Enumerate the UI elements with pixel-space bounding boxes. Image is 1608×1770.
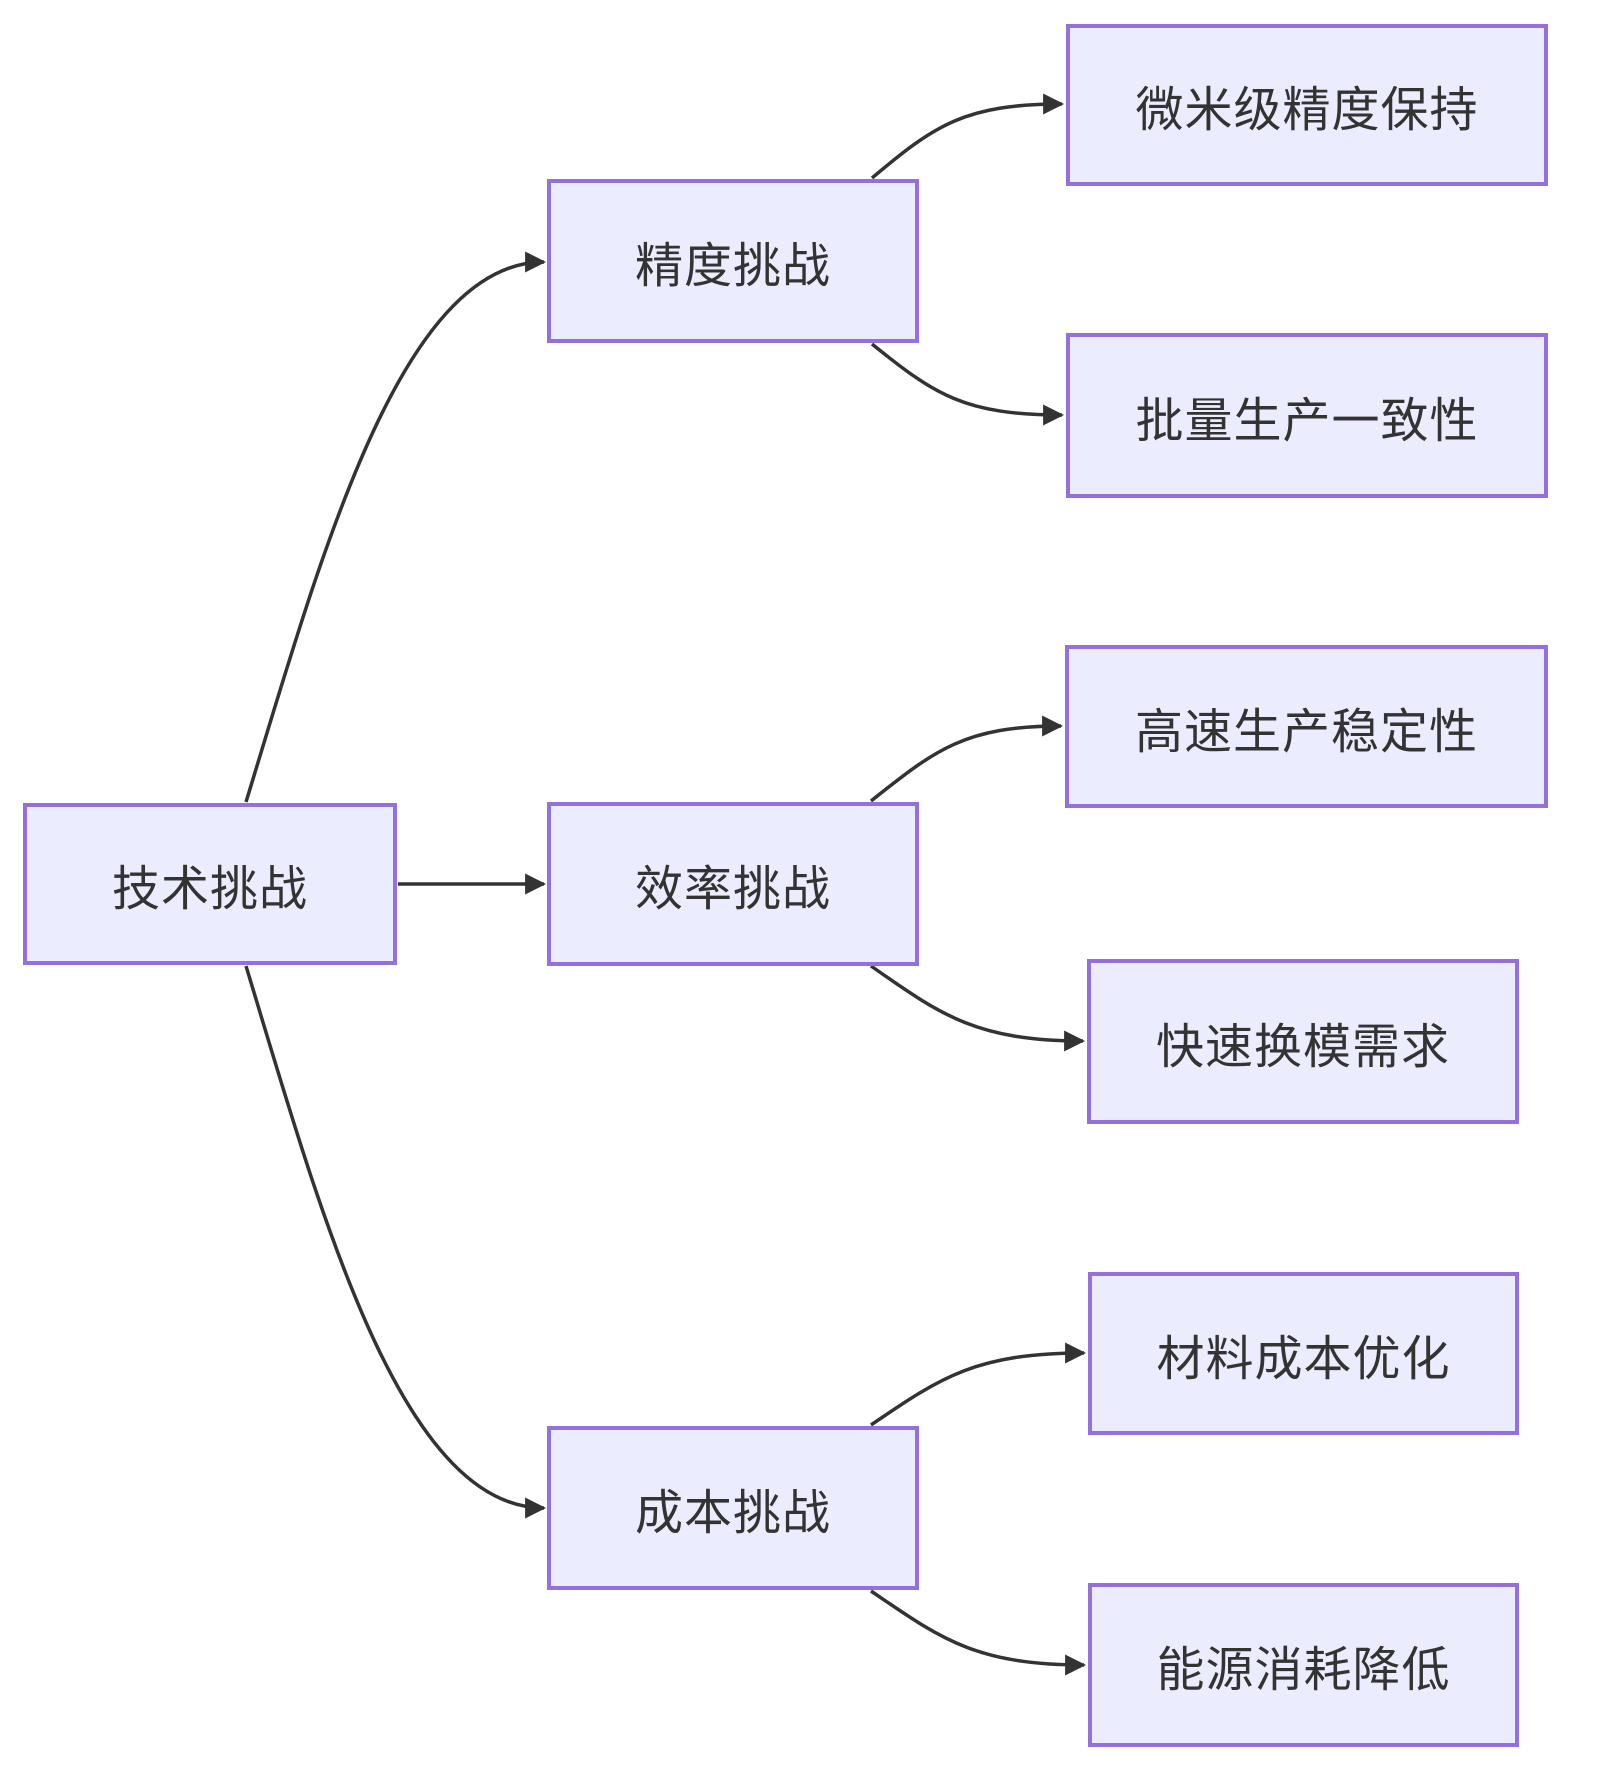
edge-efficiency-to-changeover (870, 964, 1086, 1052)
node-label: 快速换模需求 (1155, 1020, 1450, 1074)
node-label: 材料成本优化 (1156, 1332, 1451, 1386)
node-label: 技术挑战 (111, 863, 308, 916)
node-technical-challenges: 技术挑战 (23, 803, 397, 965)
node-energy-reduction: 能源消耗降低 (1088, 1583, 1519, 1747)
node-material-cost: 材料成本优化 (1088, 1272, 1519, 1435)
edge-precision-to-micron (870, 93, 1065, 180)
node-label: 成本挑战 (634, 1487, 831, 1540)
edge-root-to-precision (244, 251, 547, 803)
node-label: 高速生产稳定性 (1134, 705, 1478, 759)
edge-cost-to-energy (870, 1589, 1087, 1676)
node-label: 精度挑战 (634, 240, 831, 293)
node-efficiency-challenge: 效率挑战 (547, 802, 919, 966)
edge-precision-to-batch (870, 342, 1065, 426)
node-label: 批量生产一致性 (1135, 394, 1479, 448)
edge-root-to-cost (244, 965, 547, 1519)
node-quick-changeover: 快速换模需求 (1087, 959, 1519, 1124)
node-highspeed-stability: 高速生产稳定性 (1065, 645, 1548, 808)
node-precision-challenge: 精度挑战 (547, 179, 919, 343)
edge-efficiency-to-highspeed (869, 715, 1064, 803)
node-micron-precision: 微米级精度保持 (1066, 24, 1548, 186)
node-batch-consistency: 批量生产一致性 (1066, 333, 1548, 498)
node-cost-challenge: 成本挑战 (547, 1426, 919, 1590)
node-label: 能源消耗降低 (1156, 1644, 1451, 1697)
edge-cost-to-material (870, 1342, 1087, 1427)
node-label: 微米级精度保持 (1135, 84, 1479, 137)
node-label: 效率挑战 (634, 863, 831, 916)
